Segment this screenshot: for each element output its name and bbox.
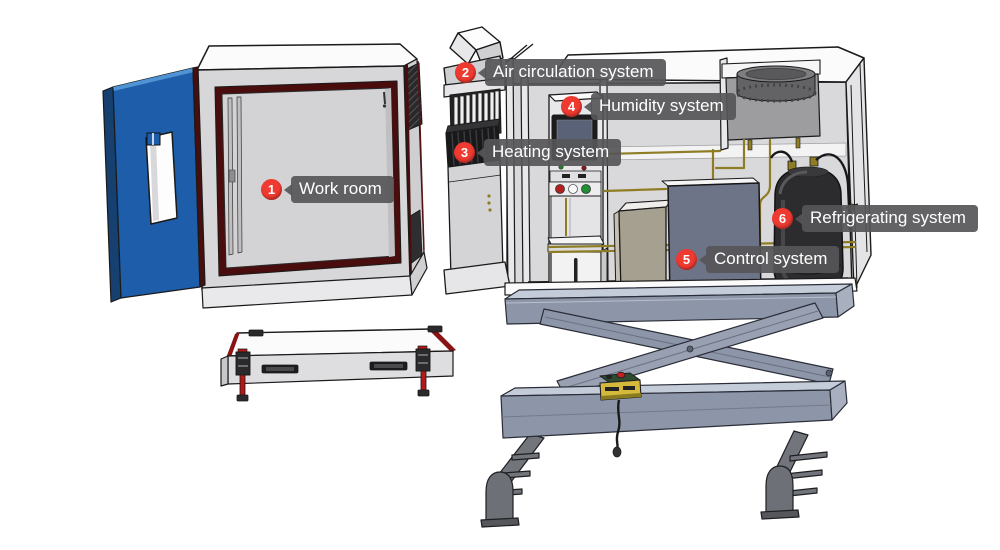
- callout-number-badge: 4: [561, 96, 582, 118]
- indicator-green: [581, 184, 591, 194]
- callout-label: Air circulation system: [485, 59, 666, 87]
- door-trim: [192, 66, 206, 288]
- callout-pointer: [699, 253, 707, 266]
- callout-number-badge: 2: [455, 62, 476, 84]
- callout-refrigerating-system: 6 Refrigerating system: [772, 205, 978, 233]
- callout-heating-system: 3 Heating system: [454, 139, 622, 167]
- interior-shelf-rails: [227, 96, 243, 256]
- heating-unit: [443, 88, 511, 295]
- shelf-tray: [220, 325, 456, 402]
- callout-label: Work room: [291, 176, 394, 204]
- callout-label: Humidity system: [591, 93, 736, 121]
- frame-post: [505, 57, 516, 291]
- callout-control-system: 5 Control system: [676, 246, 840, 274]
- tray-handle: [261, 364, 299, 374]
- heater-column: [447, 159, 504, 279]
- interior-handle: [382, 91, 387, 108]
- tray-clamp: [235, 348, 251, 402]
- callout-air-circulation-system: 2 Air circulation system: [455, 59, 666, 87]
- callout-pointer: [284, 183, 292, 196]
- scissor-lift: [480, 283, 855, 528]
- pendant-control: [599, 371, 642, 458]
- callout-number-badge: 6: [772, 208, 793, 230]
- callout-label: Control system: [706, 246, 840, 274]
- chamber-door: [102, 66, 206, 303]
- indicator-red: [555, 184, 565, 194]
- callout-humidity-system: 4 Humidity system: [561, 93, 736, 121]
- pendant-red-button: [616, 371, 626, 379]
- lift-base-beam: [500, 380, 848, 439]
- humidity-column: [547, 91, 608, 291]
- callout-number-badge: 3: [454, 142, 475, 164]
- heater-rods: [453, 90, 500, 136]
- tray-tab: [427, 325, 443, 333]
- lift-foot-left: [485, 471, 514, 523]
- cabinet-handle-slot: [574, 258, 578, 286]
- callout-label: Refrigerating system: [802, 205, 978, 233]
- lift-platform: [504, 283, 855, 325]
- callout-number-badge: 1: [261, 179, 282, 201]
- callout-pointer: [478, 66, 486, 79]
- callout-pointer: [795, 212, 803, 225]
- tray-handle: [369, 361, 408, 371]
- indicator-white: [568, 184, 578, 194]
- callout-label: Heating system: [484, 139, 622, 167]
- fan-unit: [721, 59, 821, 151]
- lift-foot-right: [765, 465, 794, 515]
- pendant-cable: [615, 399, 621, 450]
- tray-clamp: [415, 345, 431, 397]
- tray-tab: [248, 329, 264, 337]
- callout-pointer: [477, 146, 485, 159]
- frame-post: [520, 76, 531, 291]
- callout-number-badge: 5: [676, 249, 697, 271]
- lift-legs: [480, 430, 828, 528]
- callout-pointer: [584, 100, 592, 113]
- piping-fittings: [769, 150, 859, 301]
- callout-work-room: 1 Work room: [261, 176, 394, 204]
- indicator-lights: [548, 181, 602, 197]
- base-beam-front: [500, 389, 833, 439]
